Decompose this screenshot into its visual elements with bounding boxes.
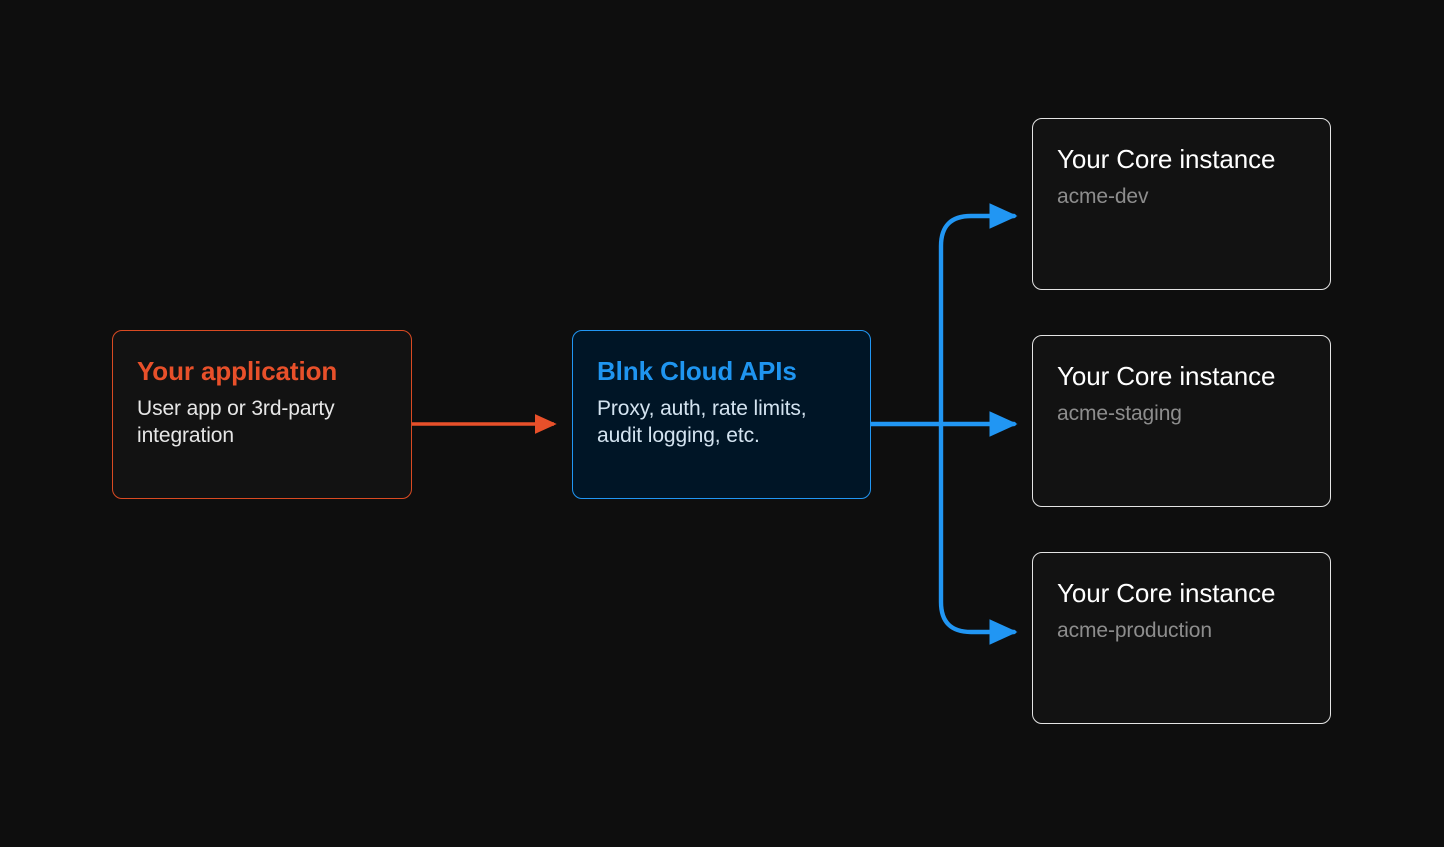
node-core-instance-staging[interactable]: Your Core instance acme-staging [1032, 335, 1331, 507]
node-subtitle: acme-staging [1057, 402, 1182, 426]
node-subtitle: Proxy, auth, rate limits, audit logging,… [597, 397, 807, 447]
edge-cloud-to-dev [938, 203, 1018, 427]
node-title: Your Core instance [1057, 144, 1276, 174]
node-subtitle: acme-dev [1057, 185, 1149, 209]
node-title: Your application [137, 356, 338, 386]
node-subtitle: acme-production [1057, 619, 1212, 643]
node-core-instance-production[interactable]: Your Core instance acme-production [1032, 552, 1331, 724]
node-title: Blnk Cloud APIs [597, 356, 797, 386]
node-title: Your Core instance [1057, 578, 1276, 608]
node-blnk-cloud-apis[interactable]: Blnk Cloud APIs Proxy, auth, rate limits… [572, 330, 871, 499]
edge-cloud-to-production [938, 421, 1018, 645]
node-your-application[interactable]: Your application User app or 3rd-party i… [112, 330, 412, 499]
node-title: Your Core instance [1057, 361, 1276, 391]
node-core-instance-dev[interactable]: Your Core instance acme-dev [1032, 118, 1331, 290]
node-subtitle: User app or 3rd-party integration [137, 397, 335, 447]
